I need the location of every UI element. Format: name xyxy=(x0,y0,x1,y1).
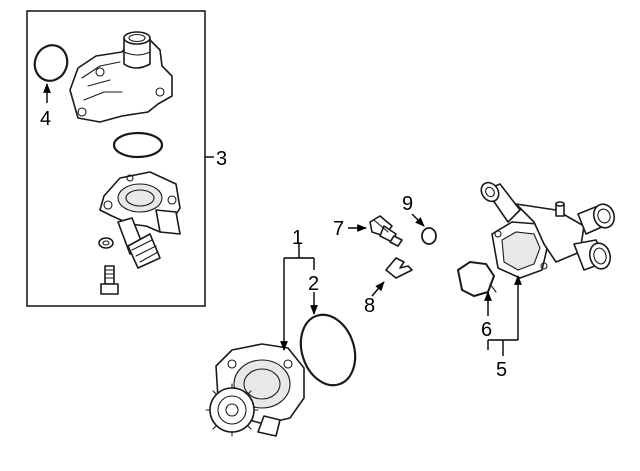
callout-3: 3 xyxy=(216,148,227,170)
bolt xyxy=(100,265,119,295)
callout-5: 5 xyxy=(496,359,507,381)
temperature-sensor xyxy=(369,215,403,247)
sensor-seal xyxy=(421,227,437,245)
thermostat-seal xyxy=(112,131,164,159)
callout-8: 8 xyxy=(364,295,375,317)
water-pump xyxy=(205,343,305,437)
callout-2: 2 xyxy=(308,273,319,295)
o-ring-4 xyxy=(33,44,69,82)
flange-gasket xyxy=(456,260,497,298)
callout-9: 9 xyxy=(402,193,413,215)
pump-gear xyxy=(205,383,259,437)
assembly-box xyxy=(26,10,206,307)
washer xyxy=(98,237,114,249)
thermostat-cover xyxy=(69,31,173,123)
pump-o-ring xyxy=(299,313,357,387)
callout-7: 7 xyxy=(333,218,344,240)
callout-6: 6 xyxy=(481,319,492,341)
callout-4: 4 xyxy=(40,108,51,130)
leader-9 xyxy=(411,213,425,227)
retaining-clip xyxy=(385,257,413,279)
leader-8 xyxy=(371,281,385,297)
coolant-flange xyxy=(480,181,616,279)
callout-1: 1 xyxy=(292,227,303,249)
thermostat-housing xyxy=(99,171,181,269)
